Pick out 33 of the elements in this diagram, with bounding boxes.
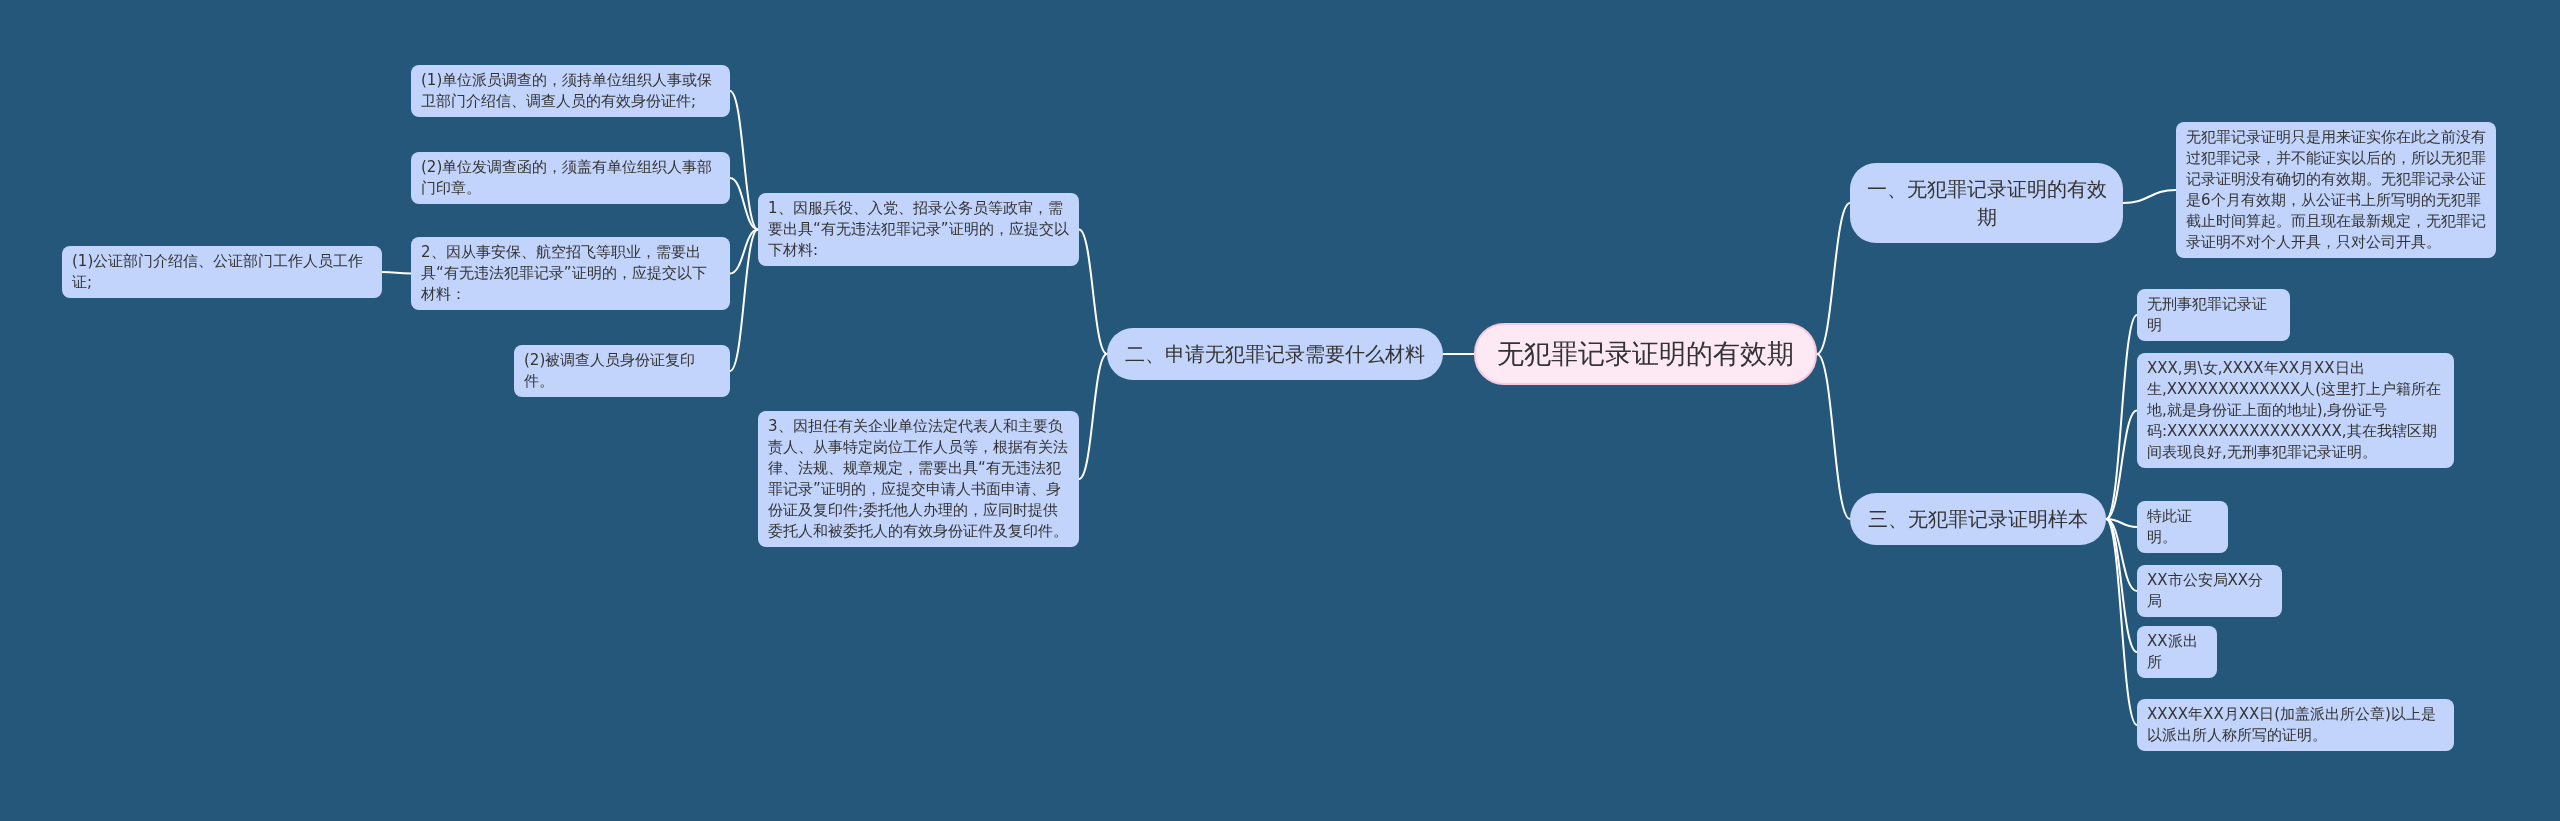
connector-line bbox=[1442, 352, 1475, 355]
connector-line bbox=[1078, 353, 1108, 480]
connector-line bbox=[2105, 518, 2138, 726]
connector-line bbox=[1816, 352, 1851, 520]
connector-line bbox=[2122, 189, 2177, 204]
connector-line bbox=[1816, 202, 1851, 355]
connector-line bbox=[381, 271, 412, 275]
note-box: 无刑事犯罪记录证明 bbox=[2137, 289, 2290, 341]
connector-line bbox=[729, 177, 759, 231]
central-topic: 无犯罪记录证明的有效期 bbox=[1474, 323, 1817, 385]
connector-line bbox=[1078, 228, 1108, 355]
connector-line bbox=[729, 228, 759, 372]
branch-topic: 三、无犯罪记录证明样本 bbox=[1850, 493, 2106, 545]
note-box: XX市公安局XX分局 bbox=[2137, 565, 2282, 617]
note-box: 2、因从事安保、航空招飞等职业，需要出具“有无违法犯罪记录”证明的，应提交以下材料： bbox=[411, 237, 730, 310]
connector-line bbox=[2105, 518, 2138, 653]
note-box: 无犯罪记录证明只是用来证实你在此之前没有过犯罪记录，并不能证实以后的，所以无犯罪记录证明没有确切的有效期。无犯罪记录公证是6个月有效期，从公证书上所写明的无犯罪截止时间算起。而且现在最新规定，无犯罪记录证明不对个人开具，只对公司开具。 bbox=[2176, 122, 2496, 258]
note-box: XXXX年XX月XX日(加盖派出所公章)以上是以派出所人称所写的证明。 bbox=[2137, 699, 2454, 751]
note-box: (2)被调查人员身份证复印件。 bbox=[514, 345, 730, 397]
branch-topic: 一、无犯罪记录证明的有效期 bbox=[1850, 163, 2123, 243]
note-box: 3、因担任有关企业单位法定代表人和主要负责人、从事特定岗位工作人员等，根据有关法律、法规、规章规定，需要出具“有无违法犯罪记录”证明的，应提交申请人书面申请、身份证及复印件;委托他人办理的，应同时提供委托人和被委托人的有效身份证件及复印件。 bbox=[758, 411, 1079, 547]
note-box: XX派出所 bbox=[2137, 626, 2217, 678]
note-box: 1、因服兵役、入党、招录公务员等政审，需要出具“有无违法犯罪记录”证明的，应提交以下材料: bbox=[758, 193, 1079, 266]
note-box: 特此证明。 bbox=[2137, 501, 2228, 553]
note-box: (2)单位发调查函的，须盖有单位组织人事部门印章。 bbox=[411, 152, 730, 204]
connector-line bbox=[729, 228, 759, 275]
connector-line bbox=[2105, 409, 2138, 520]
connector-line bbox=[729, 90, 759, 231]
connector-line bbox=[2105, 518, 2138, 528]
note-box: XXX,男\女,XXXX年XX月XX日出生,XXXXXXXXXXXXX人(这里打上户籍所在地,就是身份证上面的地址),身份证号码:XXXXXXXXXXXXXXXXX,其在我辖区期间表现良好,无刑事犯罪记录证明。 bbox=[2137, 353, 2454, 468]
note-box: (1)公证部门介绍信、公证部门工作人员工作证; bbox=[62, 246, 382, 298]
note-box: (1)单位派员调查的，须持单位组织人事或保卫部门介绍信、调查人员的有效身份证件; bbox=[411, 65, 730, 117]
branch-topic: 二、申请无犯罪记录需要什么材料 bbox=[1107, 328, 1443, 380]
